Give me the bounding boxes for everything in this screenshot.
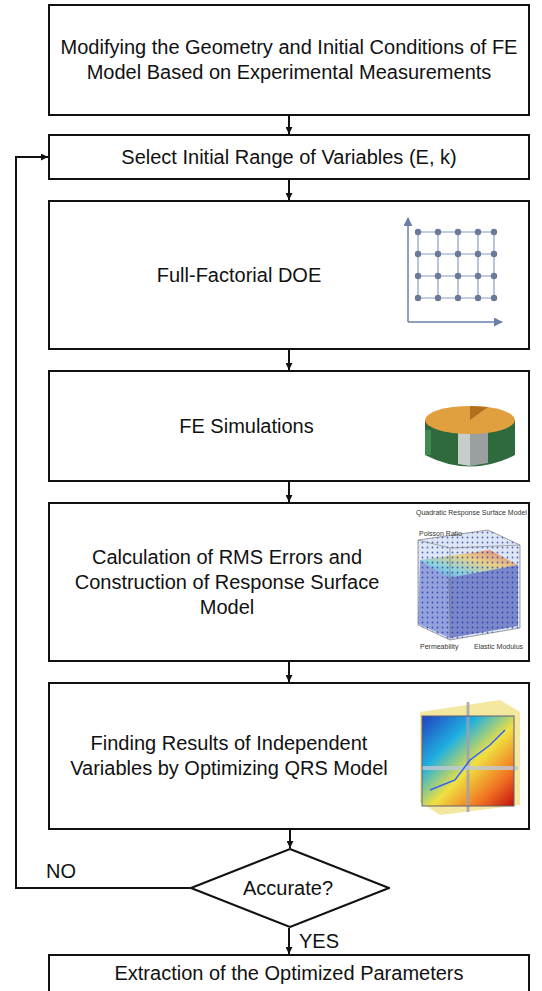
search-path: [430, 730, 505, 790]
process-box: Finding Results of Independent Variables…: [48, 682, 530, 830]
axis: [408, 321, 502, 323]
grid-line: [493, 232, 494, 298]
diamond-shape: [191, 849, 389, 927]
grid-point: [455, 229, 461, 235]
grid-point: [455, 295, 461, 301]
text-area: Select Initial Range of Variables (E, k): [50, 136, 528, 178]
cube-outline: [422, 716, 514, 806]
cube-edge: [450, 548, 451, 640]
text-area: Full-Factorial DOE: [50, 202, 396, 348]
cube-edge: [418, 540, 450, 548]
grid-point: [415, 229, 421, 235]
node-text: Modifying the Geometry and Initial Condi…: [58, 35, 520, 85]
edge-label: NO: [44, 860, 78, 882]
flow-arrow: [288, 928, 290, 954]
node-text: FE Simulations: [179, 414, 314, 439]
grid-points: [415, 229, 497, 301]
node-text: Finding Results of Independent Variables…: [58, 731, 400, 781]
doe-grid-icon: [408, 218, 502, 322]
fe-cylinder-icon: [425, 406, 515, 467]
text-area: Calculation of RMS Errors and Constructi…: [50, 504, 404, 660]
cube-frame: [418, 530, 520, 640]
flow-arrow: [288, 350, 290, 370]
grid-point: [415, 273, 421, 279]
grid-point: [435, 295, 441, 301]
optimization-cube-icon: [420, 700, 520, 815]
text-area: Finding Results of Independent Variables…: [50, 684, 408, 828]
decision-diamond: Accurate?: [190, 848, 390, 928]
axis-label: Permeability: [420, 643, 459, 651]
grid-point: [475, 273, 481, 279]
grid-point: [491, 229, 497, 235]
grid-point: [435, 229, 441, 235]
sample-points: [418, 530, 520, 640]
grid-point: [435, 273, 441, 279]
grid-point: [455, 251, 461, 257]
node-text: Extraction of the Optimized Parameters: [114, 961, 463, 986]
node-text: Accurate?: [243, 876, 333, 901]
grid-point: [475, 251, 481, 257]
grid-point: [455, 273, 461, 279]
grid-point: [475, 295, 481, 301]
grid-point: [415, 295, 421, 301]
text-area: Extraction of the Optimized Parameters: [50, 956, 528, 991]
text-area: Modifying the Geometry and Initial Condi…: [50, 6, 528, 114]
edge-label: YES: [297, 930, 341, 952]
process-box: Select Initial Range of Variables (E, k): [48, 134, 530, 180]
cube-back: [420, 700, 520, 815]
flow-arrow: [288, 180, 290, 200]
response-surface-icon: [418, 530, 520, 640]
grid-point: [415, 251, 421, 257]
process-box: Full-Factorial DOE: [48, 200, 530, 350]
flow-arrow: [288, 482, 290, 502]
slice-plane: [422, 766, 518, 770]
grid-line: [417, 232, 418, 298]
text-area: Accurate?: [190, 848, 386, 928]
grid-line: [477, 232, 478, 298]
process-box: Calculation of RMS Errors and Constructi…: [48, 502, 530, 662]
grid-point: [435, 251, 441, 257]
grid-point: [491, 295, 497, 301]
grid-lines: [418, 232, 494, 298]
axis: [407, 218, 409, 322]
node-text: Calculation of RMS Errors and Constructi…: [58, 545, 396, 620]
grid-line: [457, 232, 458, 298]
cylinder-top: [425, 406, 515, 434]
cube-edge: [450, 545, 520, 548]
cylinder-edge: [425, 430, 431, 455]
input-box: Modifying the Geometry and Initial Condi…: [48, 4, 530, 116]
slice-plane: [467, 702, 470, 812]
flow-arrow: [288, 116, 290, 134]
cut-top: [470, 406, 488, 420]
grid-line: [437, 232, 438, 298]
axis-label: Poisson Ratio: [419, 530, 462, 538]
grid-point: [491, 251, 497, 257]
node-text: Full-Factorial DOE: [157, 263, 321, 288]
flow-arrow: [288, 662, 290, 682]
text-area: FE Simulations: [50, 372, 411, 480]
axis-label: Quadratic Response Surface Model: [416, 509, 527, 517]
grid-point: [491, 273, 497, 279]
flow-arrow: [289, 830, 291, 848]
node-text: Select Initial Range of Variables (E, k): [121, 145, 456, 170]
process-box: FE Simulations: [48, 370, 530, 482]
axis-label: Elastic Modulus: [474, 643, 523, 651]
output-box: Extraction of the Optimized Parameters: [48, 954, 530, 991]
grid-point: [475, 229, 481, 235]
